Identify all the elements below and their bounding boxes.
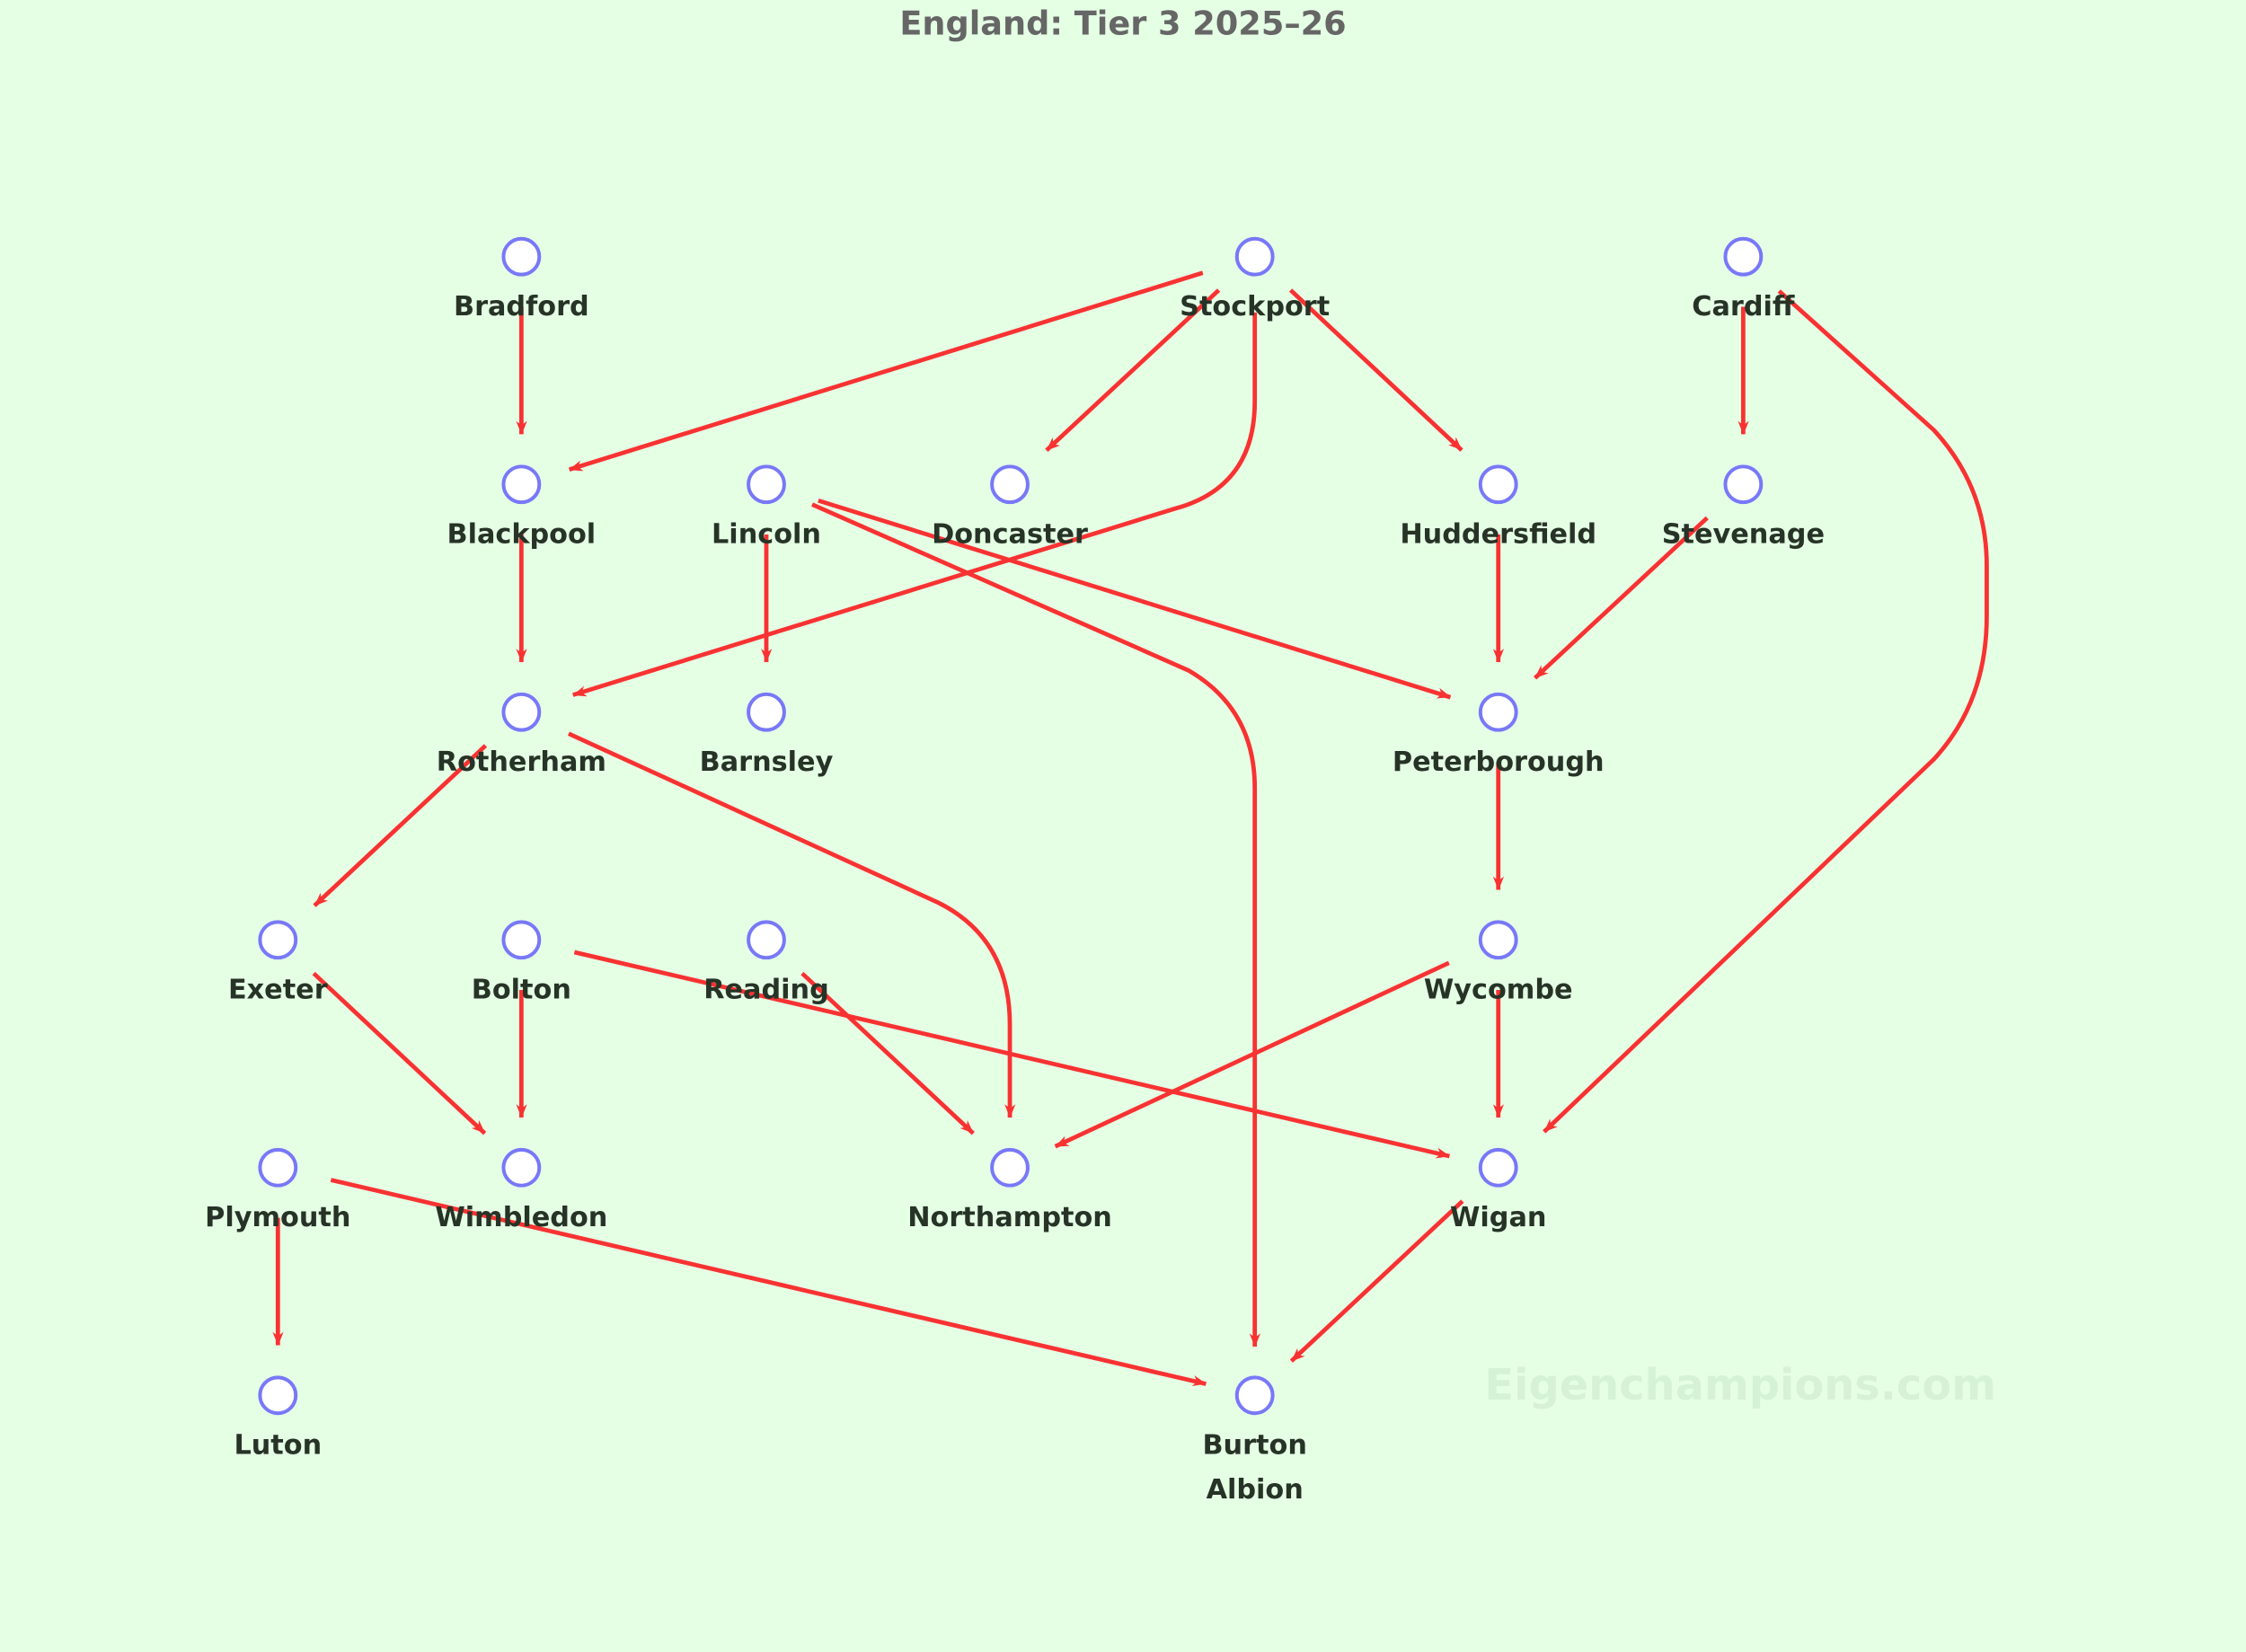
- node-circle[interactable]: [990, 464, 1030, 505]
- edge-reading-to-northampton: [800, 971, 975, 1135]
- node-circle[interactable]: [1478, 692, 1518, 732]
- node-reading[interactable]: Reading: [703, 920, 829, 1006]
- edge-stevenage-to-peterborough: [1533, 516, 1709, 680]
- node-label: Plymouth: [205, 1202, 350, 1233]
- edge-stockport-to-blackpool: [568, 270, 1204, 472]
- node-plymouth[interactable]: Plymouth: [205, 1147, 350, 1233]
- edge-stockport-to-rotherham: [572, 312, 1258, 697]
- node-label: Cardiff: [1692, 291, 1795, 322]
- edge-exeter-to-wimbledon: [312, 971, 487, 1135]
- node-label: Wigan: [1450, 1202, 1546, 1233]
- node-huddersfield[interactable]: Huddersfield: [1400, 464, 1596, 551]
- edge-cardiff-to-wigan: [1543, 289, 1989, 1134]
- node-circle[interactable]: [747, 692, 786, 732]
- node-label: Wimbledon: [435, 1202, 607, 1233]
- edge-bolton-to-wigan: [573, 950, 1450, 1159]
- node-label: Lincoln: [712, 519, 821, 551]
- node-circle[interactable]: [1723, 464, 1764, 505]
- edges-layer: [272, 270, 1989, 1387]
- node-circle[interactable]: [1234, 1375, 1275, 1416]
- watermark: Eigenchampions.com: [1484, 1361, 1996, 1410]
- node-circle[interactable]: [1478, 1147, 1518, 1188]
- node-label: Exeter: [228, 975, 328, 1006]
- node-label: Blackpool: [447, 519, 597, 551]
- node-label: Albion: [1207, 1474, 1304, 1506]
- node-circle[interactable]: [747, 920, 786, 960]
- edge-stockport-to-huddersfield: [1288, 288, 1463, 452]
- node-bolton[interactable]: Bolton: [472, 920, 571, 1006]
- node-circle[interactable]: [501, 236, 542, 277]
- node-circle[interactable]: [1723, 236, 1764, 277]
- node-label: Burton: [1202, 1430, 1306, 1462]
- node-label: Huddersfield: [1400, 519, 1596, 551]
- node-barnsley[interactable]: Barnsley: [700, 692, 834, 778]
- node-peterborough[interactable]: Peterborough: [1393, 692, 1605, 778]
- node-label: Northampton: [907, 1202, 1112, 1233]
- node-circle[interactable]: [501, 920, 542, 960]
- node-circle[interactable]: [990, 1147, 1030, 1188]
- edge-lincoln-to-burton-albion: [811, 502, 1260, 1347]
- node-circle[interactable]: [1478, 920, 1518, 960]
- node-rotherham[interactable]: Rotherham: [437, 692, 606, 778]
- node-label: Bradford: [454, 291, 589, 322]
- node-circle[interactable]: [258, 920, 298, 960]
- node-exeter[interactable]: Exeter: [228, 920, 328, 1006]
- node-label: Peterborough: [1393, 746, 1605, 778]
- node-label: Reading: [703, 975, 829, 1006]
- node-label: Barnsley: [700, 746, 834, 778]
- edge-wycombe-to-northampton: [1054, 960, 1450, 1149]
- node-stockport[interactable]: Stockport: [1180, 236, 1330, 322]
- node-label: Doncaster: [932, 519, 1088, 551]
- node-luton[interactable]: Luton: [234, 1375, 322, 1462]
- edge-stockport-to-doncaster: [1045, 288, 1221, 452]
- node-circle[interactable]: [501, 464, 542, 505]
- node-cardiff[interactable]: Cardiff: [1692, 236, 1795, 322]
- node-bradford[interactable]: Bradford: [454, 236, 589, 322]
- node-circle[interactable]: [747, 464, 786, 505]
- node-doncaster[interactable]: Doncaster: [932, 464, 1088, 551]
- node-label: Stockport: [1180, 291, 1330, 322]
- edge-wigan-to-burton-albion: [1289, 1199, 1464, 1363]
- node-northampton[interactable]: Northampton: [907, 1147, 1112, 1233]
- edge-plymouth-to-burton-albion: [330, 1178, 1207, 1387]
- node-blackpool[interactable]: Blackpool: [447, 464, 597, 551]
- node-circle[interactable]: [1478, 464, 1518, 505]
- node-label: Stevenage: [1662, 519, 1825, 551]
- node-label: Rotherham: [437, 746, 606, 778]
- edge-rotherham-to-exeter: [313, 744, 488, 907]
- node-circle[interactable]: [258, 1375, 298, 1416]
- node-wigan[interactable]: Wigan: [1450, 1147, 1546, 1233]
- node-label: Luton: [234, 1430, 322, 1462]
- edge-rotherham-to-northampton: [567, 731, 1016, 1118]
- node-stevenage[interactable]: Stevenage: [1662, 464, 1825, 551]
- node-lincoln[interactable]: Lincoln: [712, 464, 821, 551]
- edge-lincoln-to-peterborough: [818, 498, 1452, 700]
- node-circle[interactable]: [501, 1147, 542, 1188]
- node-wycombe[interactable]: Wycombe: [1424, 920, 1573, 1006]
- diagram-title: England: Tier 3 2025–26: [899, 4, 1346, 43]
- node-circle[interactable]: [1234, 236, 1275, 277]
- node-label: Bolton: [472, 975, 571, 1006]
- node-wimbledon[interactable]: Wimbledon: [435, 1147, 607, 1233]
- node-circle[interactable]: [501, 692, 542, 732]
- node-circle[interactable]: [258, 1147, 298, 1188]
- node-label: Wycombe: [1424, 975, 1573, 1006]
